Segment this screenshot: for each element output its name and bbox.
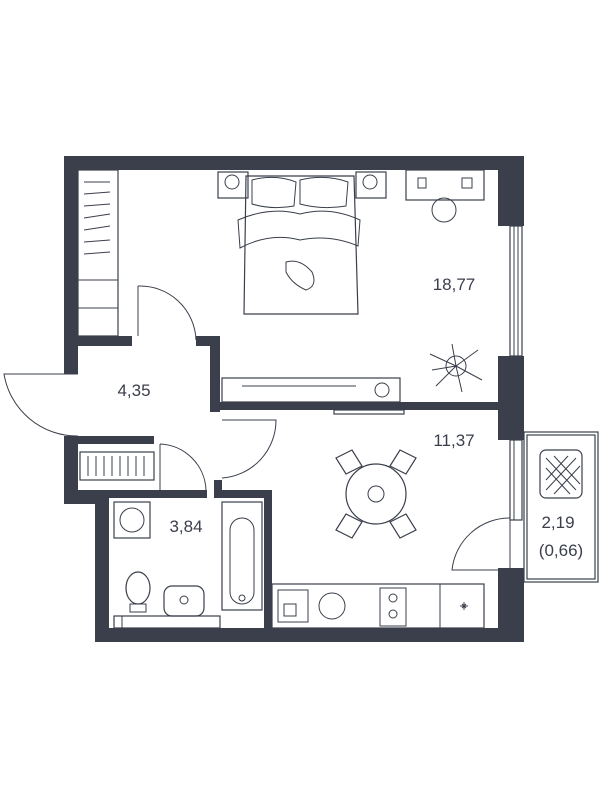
windows [509,225,523,521]
kitchen-counter [271,583,485,629]
laundry-basket-icon [539,449,583,499]
hall-wardrobe [79,451,155,481]
bedroom-area-label: 18,77 [433,275,476,294]
balcony-area-label: 2,19 [541,513,574,532]
balcony-reduced-area-label: (0,66) [539,541,583,560]
sink-icon [163,585,205,617]
kitchen-area-label: 11,37 [433,431,474,450]
bath-shelf [113,615,221,629]
bed-icon [217,171,387,315]
tv-stand [221,377,405,415]
desk-icon [405,169,485,223]
balcony [523,431,599,583]
doors [3,285,511,571]
bathroom [113,501,263,611]
toilet-icon [125,571,151,613]
walls [64,156,524,642]
dining-table-icon [335,449,417,539]
wardrobe [77,169,119,337]
bath-area-label: 3,84 [169,517,202,536]
plant-icon [429,343,483,393]
hall-area-label: 4,35 [117,381,150,400]
